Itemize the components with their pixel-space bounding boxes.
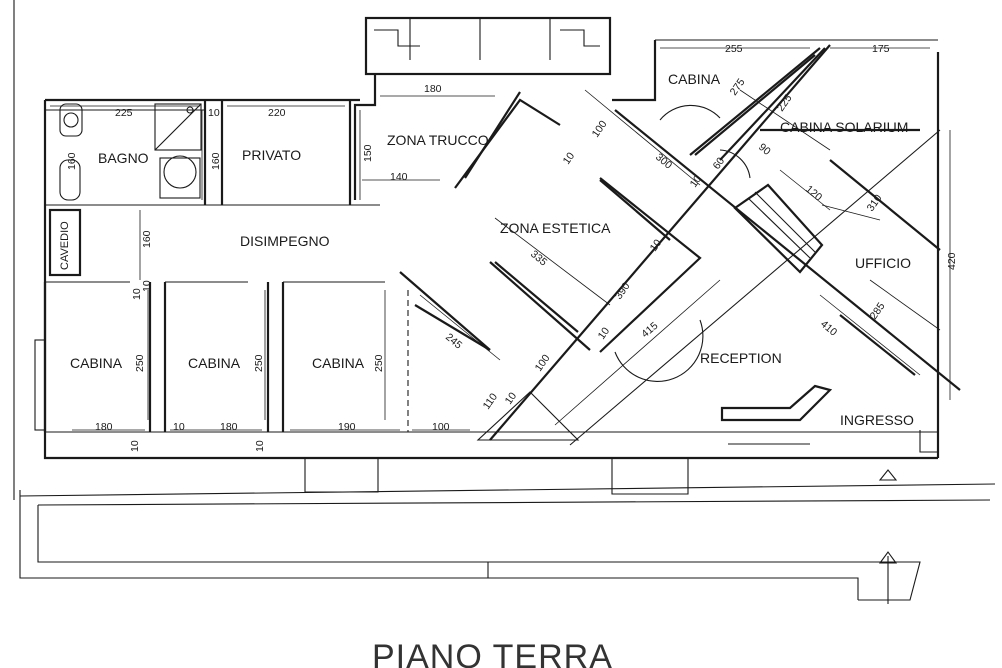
dim-10-top: 10 bbox=[208, 107, 220, 119]
room-label-ufficio: UFFICIO bbox=[855, 255, 911, 271]
room-label-cabina-2: CABINA bbox=[188, 355, 241, 371]
dim-180-top: 180 bbox=[424, 83, 442, 95]
room-label-cabina-1: CABINA bbox=[70, 355, 123, 371]
dim-100-trucco: 100 bbox=[590, 118, 610, 139]
dim-190: 190 bbox=[338, 421, 356, 433]
dim-225-diag: 225 bbox=[775, 92, 795, 113]
dim-310: 310 bbox=[865, 192, 885, 213]
dim-150: 150 bbox=[362, 144, 374, 162]
room-label-ingresso: INGRESSO bbox=[840, 412, 914, 428]
dim-250-cabina-3: 250 bbox=[373, 354, 385, 372]
outer-walls bbox=[13, 0, 996, 604]
dim-415: 415 bbox=[639, 320, 660, 341]
dim-220: 220 bbox=[268, 107, 286, 119]
room-label-zona-trucco: ZONA TRUCCO bbox=[387, 132, 489, 148]
interior-walls bbox=[43, 39, 961, 446]
dim-160-disimpegno: 160 bbox=[141, 230, 153, 248]
dim-160-bagno: 160 bbox=[66, 152, 78, 170]
dim-275: 275 bbox=[728, 76, 748, 97]
dimension-lines bbox=[50, 47, 951, 431]
furniture bbox=[34, 54, 916, 431]
dim-10-bottom-2: 10 bbox=[129, 440, 141, 452]
dim-390: 390 bbox=[613, 280, 633, 301]
room-label-reception: RECEPTION bbox=[700, 350, 782, 366]
dim-10-disimpegno: 10 bbox=[141, 280, 153, 292]
plan-title: PIANO TERRA bbox=[372, 638, 613, 668]
dim-10-cabina: 10 bbox=[688, 173, 705, 190]
dim-140: 140 bbox=[390, 171, 408, 183]
staircase bbox=[364, 16, 612, 76]
dim-160-privato: 160 bbox=[210, 152, 222, 170]
room-labels: BAGNO PRIVATO ZONA TRUCCO CABINA CABINA … bbox=[59, 71, 914, 428]
dim-410: 410 bbox=[818, 318, 839, 339]
room-label-zona-estetica: ZONA ESTETICA bbox=[500, 220, 611, 236]
room-label-cabina-solarium: CABINA SOLARIUM bbox=[780, 119, 908, 135]
room-label-cavedio: CAVEDIO bbox=[59, 221, 71, 270]
dim-10-mid: 10 bbox=[596, 325, 613, 342]
bathroom-fixtures bbox=[59, 103, 202, 201]
dim-255: 255 bbox=[725, 43, 743, 55]
dim-60: 60 bbox=[711, 155, 728, 172]
dim-250-cabina-2: 250 bbox=[253, 354, 265, 372]
dim-180-cabina-2: 180 bbox=[220, 421, 238, 433]
dim-10-mid-left: 10 bbox=[131, 288, 143, 300]
dim-225-top: 225 bbox=[115, 107, 133, 119]
dim-100-bottom: 100 bbox=[432, 421, 450, 433]
room-label-privato: PRIVATO bbox=[242, 147, 301, 163]
dim-10-bottom-1: 10 bbox=[173, 421, 185, 433]
room-label-cabina-3: CABINA bbox=[312, 355, 365, 371]
dim-10-bottom-3: 10 bbox=[254, 440, 266, 452]
dim-245: 245 bbox=[443, 331, 464, 352]
room-label-bagno: BAGNO bbox=[98, 150, 149, 166]
room-label-disimpegno: DISIMPEGNO bbox=[240, 233, 330, 249]
dim-10-trucco: 10 bbox=[561, 150, 578, 167]
dim-420: 420 bbox=[946, 252, 958, 270]
dim-120: 120 bbox=[803, 183, 824, 204]
dim-175: 175 bbox=[872, 43, 890, 55]
dim-180-cabina-1: 180 bbox=[95, 421, 113, 433]
room-label-cabina-top: CABINA bbox=[668, 71, 721, 87]
dim-90: 90 bbox=[756, 141, 773, 158]
dim-335: 335 bbox=[528, 248, 549, 269]
dim-250-cabina-1: 250 bbox=[134, 354, 146, 372]
dim-110: 110 bbox=[481, 391, 501, 412]
